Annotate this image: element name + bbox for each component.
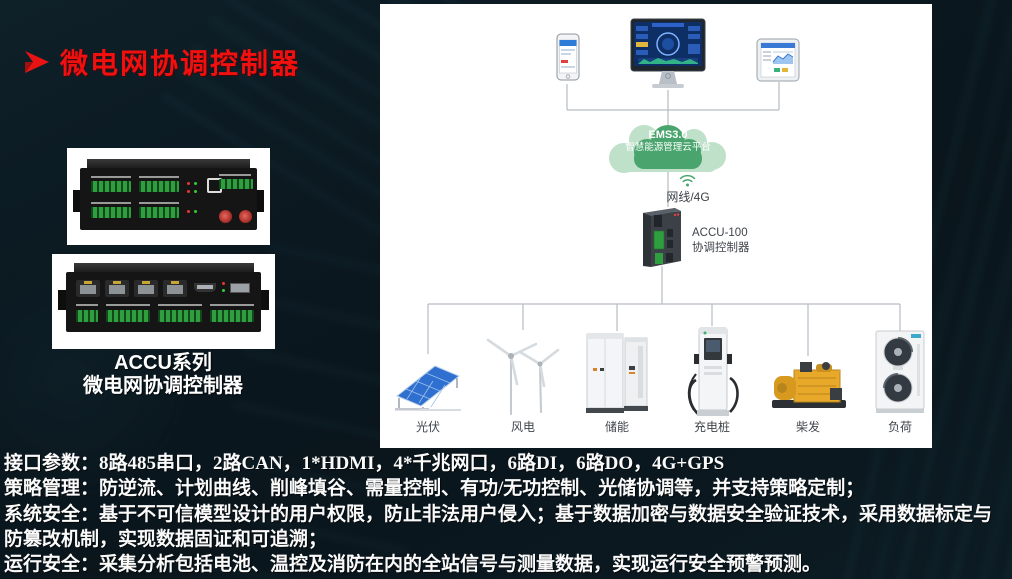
product-type-name: 微电网协调控制器 (83, 375, 243, 397)
product-caption: ACCU系列 微电网协调控制器 (28, 352, 298, 398)
tablet-icon (756, 38, 800, 82)
lan-port (76, 280, 100, 297)
connector-lines (427, 82, 901, 356)
solar-panel-icon (395, 365, 461, 411)
node-label-solar: 光伏 (415, 420, 441, 434)
spec-text-block: 接口参数：8路485串口，2路CAN，1*HDMI，4*千兆网口，6路DI，6路… (4, 451, 1010, 577)
controller-label: ACCU-100 协调控制器 (692, 226, 750, 256)
hvac-load-icon (875, 330, 925, 413)
lan-port (105, 280, 129, 297)
wind-turbine-icon (486, 338, 560, 415)
smartphone-icon (556, 33, 580, 81)
antenna-connector (239, 210, 252, 223)
controller-photo-top (67, 148, 270, 245)
controller-device-rendering (52, 254, 275, 349)
lan-port (163, 280, 187, 297)
spec-system-security: 系统安全：基于不可信模型设计的用户权限，防止非法用户侵入；基于数据加密与数据安全… (4, 503, 993, 550)
spec-strategy-management: 策略管理：防逆流、计划曲线、削峰填谷、需量控制、有功/无功控制、光储协调等，并支… (4, 478, 865, 500)
node-label-charger: 充电桩 (693, 420, 731, 434)
product-series-name: ACCU系列 (114, 352, 212, 374)
architecture-diagram-panel: EMS3.0 智慧能源管理云平台 网线/4G (380, 4, 932, 448)
node-label-storage: 储能 (604, 420, 630, 434)
hdmi-port (194, 283, 216, 292)
spec-interface-params: 接口参数：8路485串口，2路CAN，1*HDMI，4*千兆网口，6路DI，6路… (4, 453, 725, 474)
cloud-platform-label: EMS3.0 智慧能源管理云平台 (606, 129, 730, 154)
battery-storage-icon (586, 333, 648, 413)
antenna-connector (219, 210, 232, 223)
controller-device-rendering (67, 148, 270, 245)
page-title: 微电网协调控制器 (60, 49, 301, 80)
arrow-right-icon (25, 51, 49, 73)
controller-type: 协调控制器 (692, 242, 750, 254)
ev-charger-icon (687, 327, 739, 416)
controller-photo-bottom (52, 254, 275, 349)
title-row: 微电网协调控制器 (24, 42, 300, 82)
spec-operation-safety: 运行安全：采集分析包括电池、温控及消防在内的全站信号与测量数据，实现运行安全预警… (4, 554, 822, 576)
cloud-platform-name: EMS3.0 (648, 129, 688, 141)
desktop-monitor-icon (630, 18, 706, 88)
controller-model: ACCU-100 (692, 227, 748, 239)
node-label-wind: 风电 (510, 420, 536, 434)
lan-port (134, 280, 158, 297)
node-label-diesel: 柴发 (795, 420, 821, 434)
node-label-load: 负荷 (887, 420, 913, 434)
diesel-generator-icon (772, 362, 846, 408)
coordination-controller-icon (643, 208, 681, 267)
usb-port (230, 283, 250, 293)
network-link-label: 网线/4G (666, 190, 710, 204)
cloud-platform-subtitle: 智慧能源管理云平台 (625, 142, 711, 153)
cloud-icon (609, 125, 726, 173)
wifi-icon (679, 174, 696, 187)
